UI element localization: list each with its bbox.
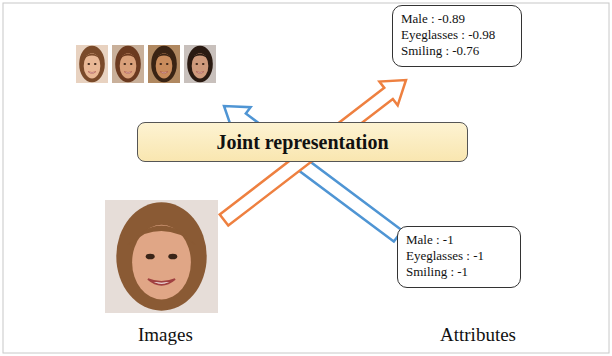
column-label: Images	[138, 324, 193, 346]
attribute-value: Smiling : -0.76	[401, 43, 513, 59]
attribute-box: Male : -0.89Eyeglasses : -0.98Smiling : …	[392, 5, 522, 67]
attribute-value: Male : -1	[406, 232, 512, 248]
column-label: Attributes	[440, 324, 516, 346]
face-image	[105, 200, 218, 313]
attribute-value: Male : -0.89	[401, 11, 513, 27]
face-image	[112, 45, 144, 83]
attribute-value: Eyeglasses : -1	[406, 248, 512, 264]
attribute-value: Smiling : -1	[406, 264, 512, 280]
face-image	[76, 45, 108, 83]
outer-frame	[3, 3, 609, 353]
joint-representation-box: Joint representation	[137, 122, 468, 162]
face-image	[148, 45, 180, 83]
node-title: Joint representation	[216, 131, 388, 154]
face-image	[184, 45, 216, 83]
attribute-box: Male : -1Eyeglasses : -1Smiling : -1	[397, 226, 521, 288]
attribute-value: Eyeglasses : -0.98	[401, 27, 513, 43]
